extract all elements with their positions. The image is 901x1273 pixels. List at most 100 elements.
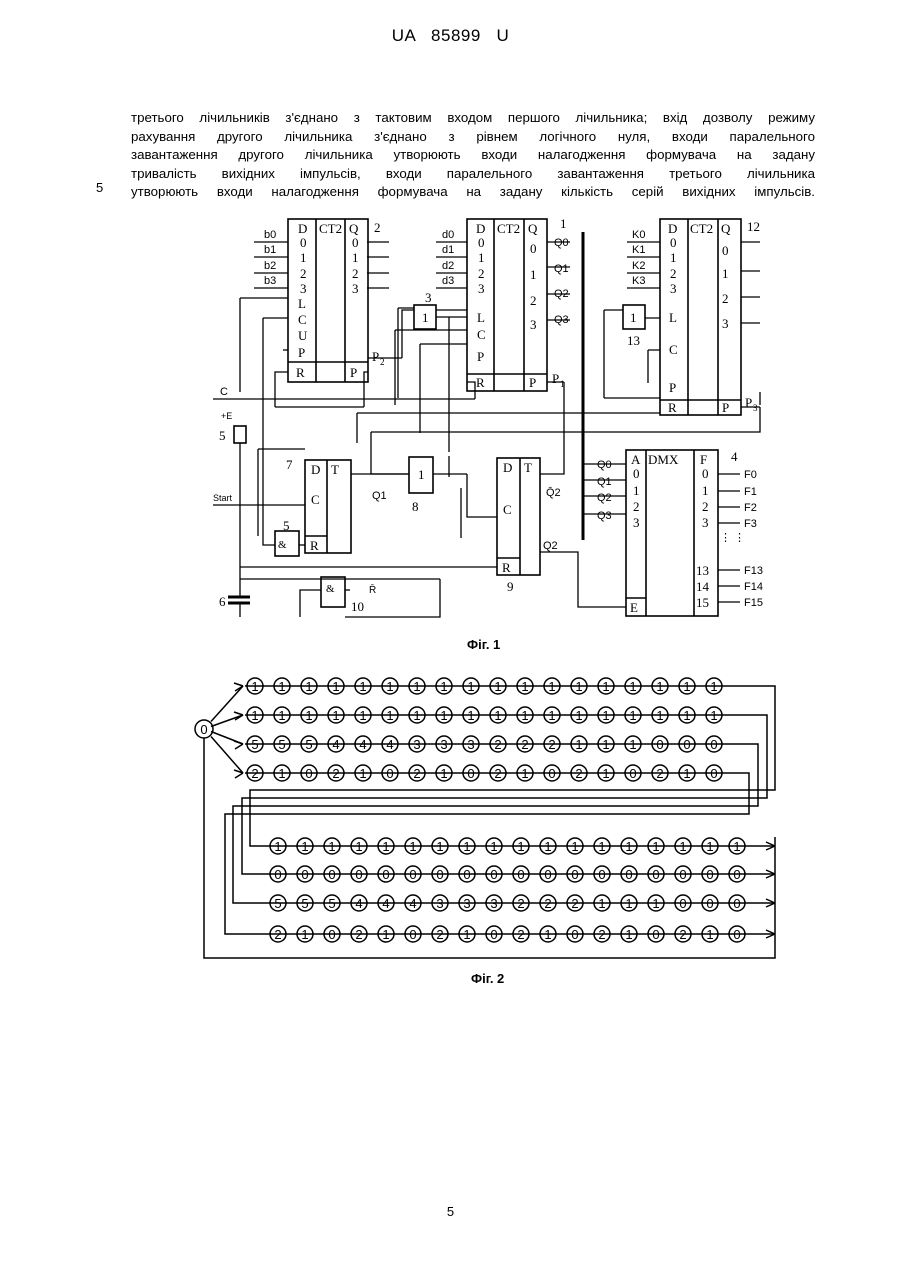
bottom-row-2-value: 2	[571, 896, 578, 911]
bottom-row-0-value: 1	[490, 839, 497, 854]
bottom-row-0-value: 1	[598, 839, 605, 854]
top-row-3-value: 1	[521, 766, 528, 781]
top-row-0-value: 1	[359, 679, 366, 694]
bottom-row-0-value: 1	[652, 839, 659, 854]
root-label: 0	[200, 722, 207, 737]
top-row-0-value: 1	[386, 679, 393, 694]
top-row-2-value: 1	[602, 737, 609, 752]
top-row-3-value: 0	[467, 766, 474, 781]
top-row-3-value: 1	[440, 766, 447, 781]
top-row-0-value: 1	[521, 679, 528, 694]
top-row-0-value: 1	[305, 679, 312, 694]
top-row-1-value: 1	[278, 708, 285, 723]
top-row-2-value: 3	[413, 737, 420, 752]
top-row-1-value: 1	[251, 708, 258, 723]
bottom-row-3-value: 2	[517, 927, 524, 942]
bottom-row-2-value: 3	[463, 896, 470, 911]
bottom-row-0-value: 1	[463, 839, 470, 854]
bottom-row-0-value: 1	[328, 839, 335, 854]
bottom-row-2-value: 2	[517, 896, 524, 911]
top-row-0-value: 1	[629, 679, 636, 694]
bottom-row-3-value: 1	[301, 927, 308, 942]
bottom-row-3-value: 2	[355, 927, 362, 942]
figure-caption-2: Фіг. 2	[471, 971, 504, 986]
top-row-3-value: 0	[305, 766, 312, 781]
top-row-0-value: 1	[413, 679, 420, 694]
top-row-3-value: 1	[683, 766, 690, 781]
top-row-3-value: 0	[629, 766, 636, 781]
top-row-1-value: 1	[467, 708, 474, 723]
bottom-row-3-value: 2	[679, 927, 686, 942]
bottom-row-2-value: 5	[301, 896, 308, 911]
top-row-1-value: 1	[548, 708, 555, 723]
top-row-3-value: 2	[413, 766, 420, 781]
top-row-2-value: 3	[467, 737, 474, 752]
top-row-1-value: 1	[440, 708, 447, 723]
bottom-row-0-value: 1	[517, 839, 524, 854]
bottom-row-3-value: 0	[409, 927, 416, 942]
bottom-row-3-value: 2	[598, 927, 605, 942]
bottom-row-0-value: 1	[274, 839, 281, 854]
bottom-row-1-value: 0	[625, 867, 632, 882]
bottom-row-3-value: 2	[436, 927, 443, 942]
top-row-2-value: 1	[629, 737, 636, 752]
top-row-1-value: 1	[629, 708, 636, 723]
bottom-row-1-value: 0	[328, 867, 335, 882]
connector-line	[250, 686, 775, 846]
bottom-row-0-value: 1	[625, 839, 632, 854]
top-row-2-value: 0	[656, 737, 663, 752]
top-row-1-value: 1	[683, 708, 690, 723]
top-row-2-value: 5	[278, 737, 285, 752]
bottom-row-1-value: 0	[571, 867, 578, 882]
top-row-0-value: 1	[278, 679, 285, 694]
bottom-row-0-value: 1	[436, 839, 443, 854]
bottom-row-1-value: 0	[463, 867, 470, 882]
top-row-2-value: 2	[548, 737, 555, 752]
top-row-0-value: 1	[710, 679, 717, 694]
top-row-1-value: 1	[656, 708, 663, 723]
top-row-3-value: 1	[602, 766, 609, 781]
bottom-row-0-value: 1	[571, 839, 578, 854]
top-row-2-value: 2	[521, 737, 528, 752]
top-row-2-value: 0	[710, 737, 717, 752]
top-row-1-value: 1	[413, 708, 420, 723]
top-row-0-value: 1	[440, 679, 447, 694]
top-row-0-value: 1	[575, 679, 582, 694]
top-row-2-value: 0	[683, 737, 690, 752]
bottom-row-1-value: 0	[355, 867, 362, 882]
bottom-row-3-value: 0	[490, 927, 497, 942]
bottom-row-1-value: 0	[274, 867, 281, 882]
bottom-row-2-value: 0	[733, 896, 740, 911]
bottom-row-2-value: 4	[409, 896, 416, 911]
bottom-row-3-value: 0	[328, 927, 335, 942]
bottom-row-2-value: 0	[706, 896, 713, 911]
bottom-row-3-value: 1	[706, 927, 713, 942]
bottom-row-1-value: 0	[436, 867, 443, 882]
top-row-0-value: 1	[251, 679, 258, 694]
top-row-0-value: 1	[602, 679, 609, 694]
top-row-0-value: 1	[494, 679, 501, 694]
bottom-row-2-value: 0	[679, 896, 686, 911]
top-row-2-value: 2	[494, 737, 501, 752]
bottom-row-2-value: 3	[436, 896, 443, 911]
bottom-row-0-value: 1	[679, 839, 686, 854]
bottom-row-1-value: 0	[652, 867, 659, 882]
bottom-row-2-value: 1	[598, 896, 605, 911]
bottom-row-0-value: 1	[355, 839, 362, 854]
bottom-row-0-value: 1	[706, 839, 713, 854]
arrow-head	[234, 741, 243, 749]
bottom-row-1-value: 0	[679, 867, 686, 882]
top-row-3-value: 2	[575, 766, 582, 781]
bottom-row-3-value: 2	[274, 927, 281, 942]
top-row-3-value: 0	[710, 766, 717, 781]
bottom-row-1-value: 0	[517, 867, 524, 882]
bottom-row-3-value: 0	[652, 927, 659, 942]
bottom-row-2-value: 2	[544, 896, 551, 911]
top-row-2-value: 4	[386, 737, 393, 752]
bottom-row-0-value: 1	[733, 839, 740, 854]
top-row-3-value: 1	[278, 766, 285, 781]
bottom-row-3-value: 1	[544, 927, 551, 942]
top-row-1-value: 1	[521, 708, 528, 723]
top-row-3-value: 2	[494, 766, 501, 781]
top-row-1-value: 1	[710, 708, 717, 723]
